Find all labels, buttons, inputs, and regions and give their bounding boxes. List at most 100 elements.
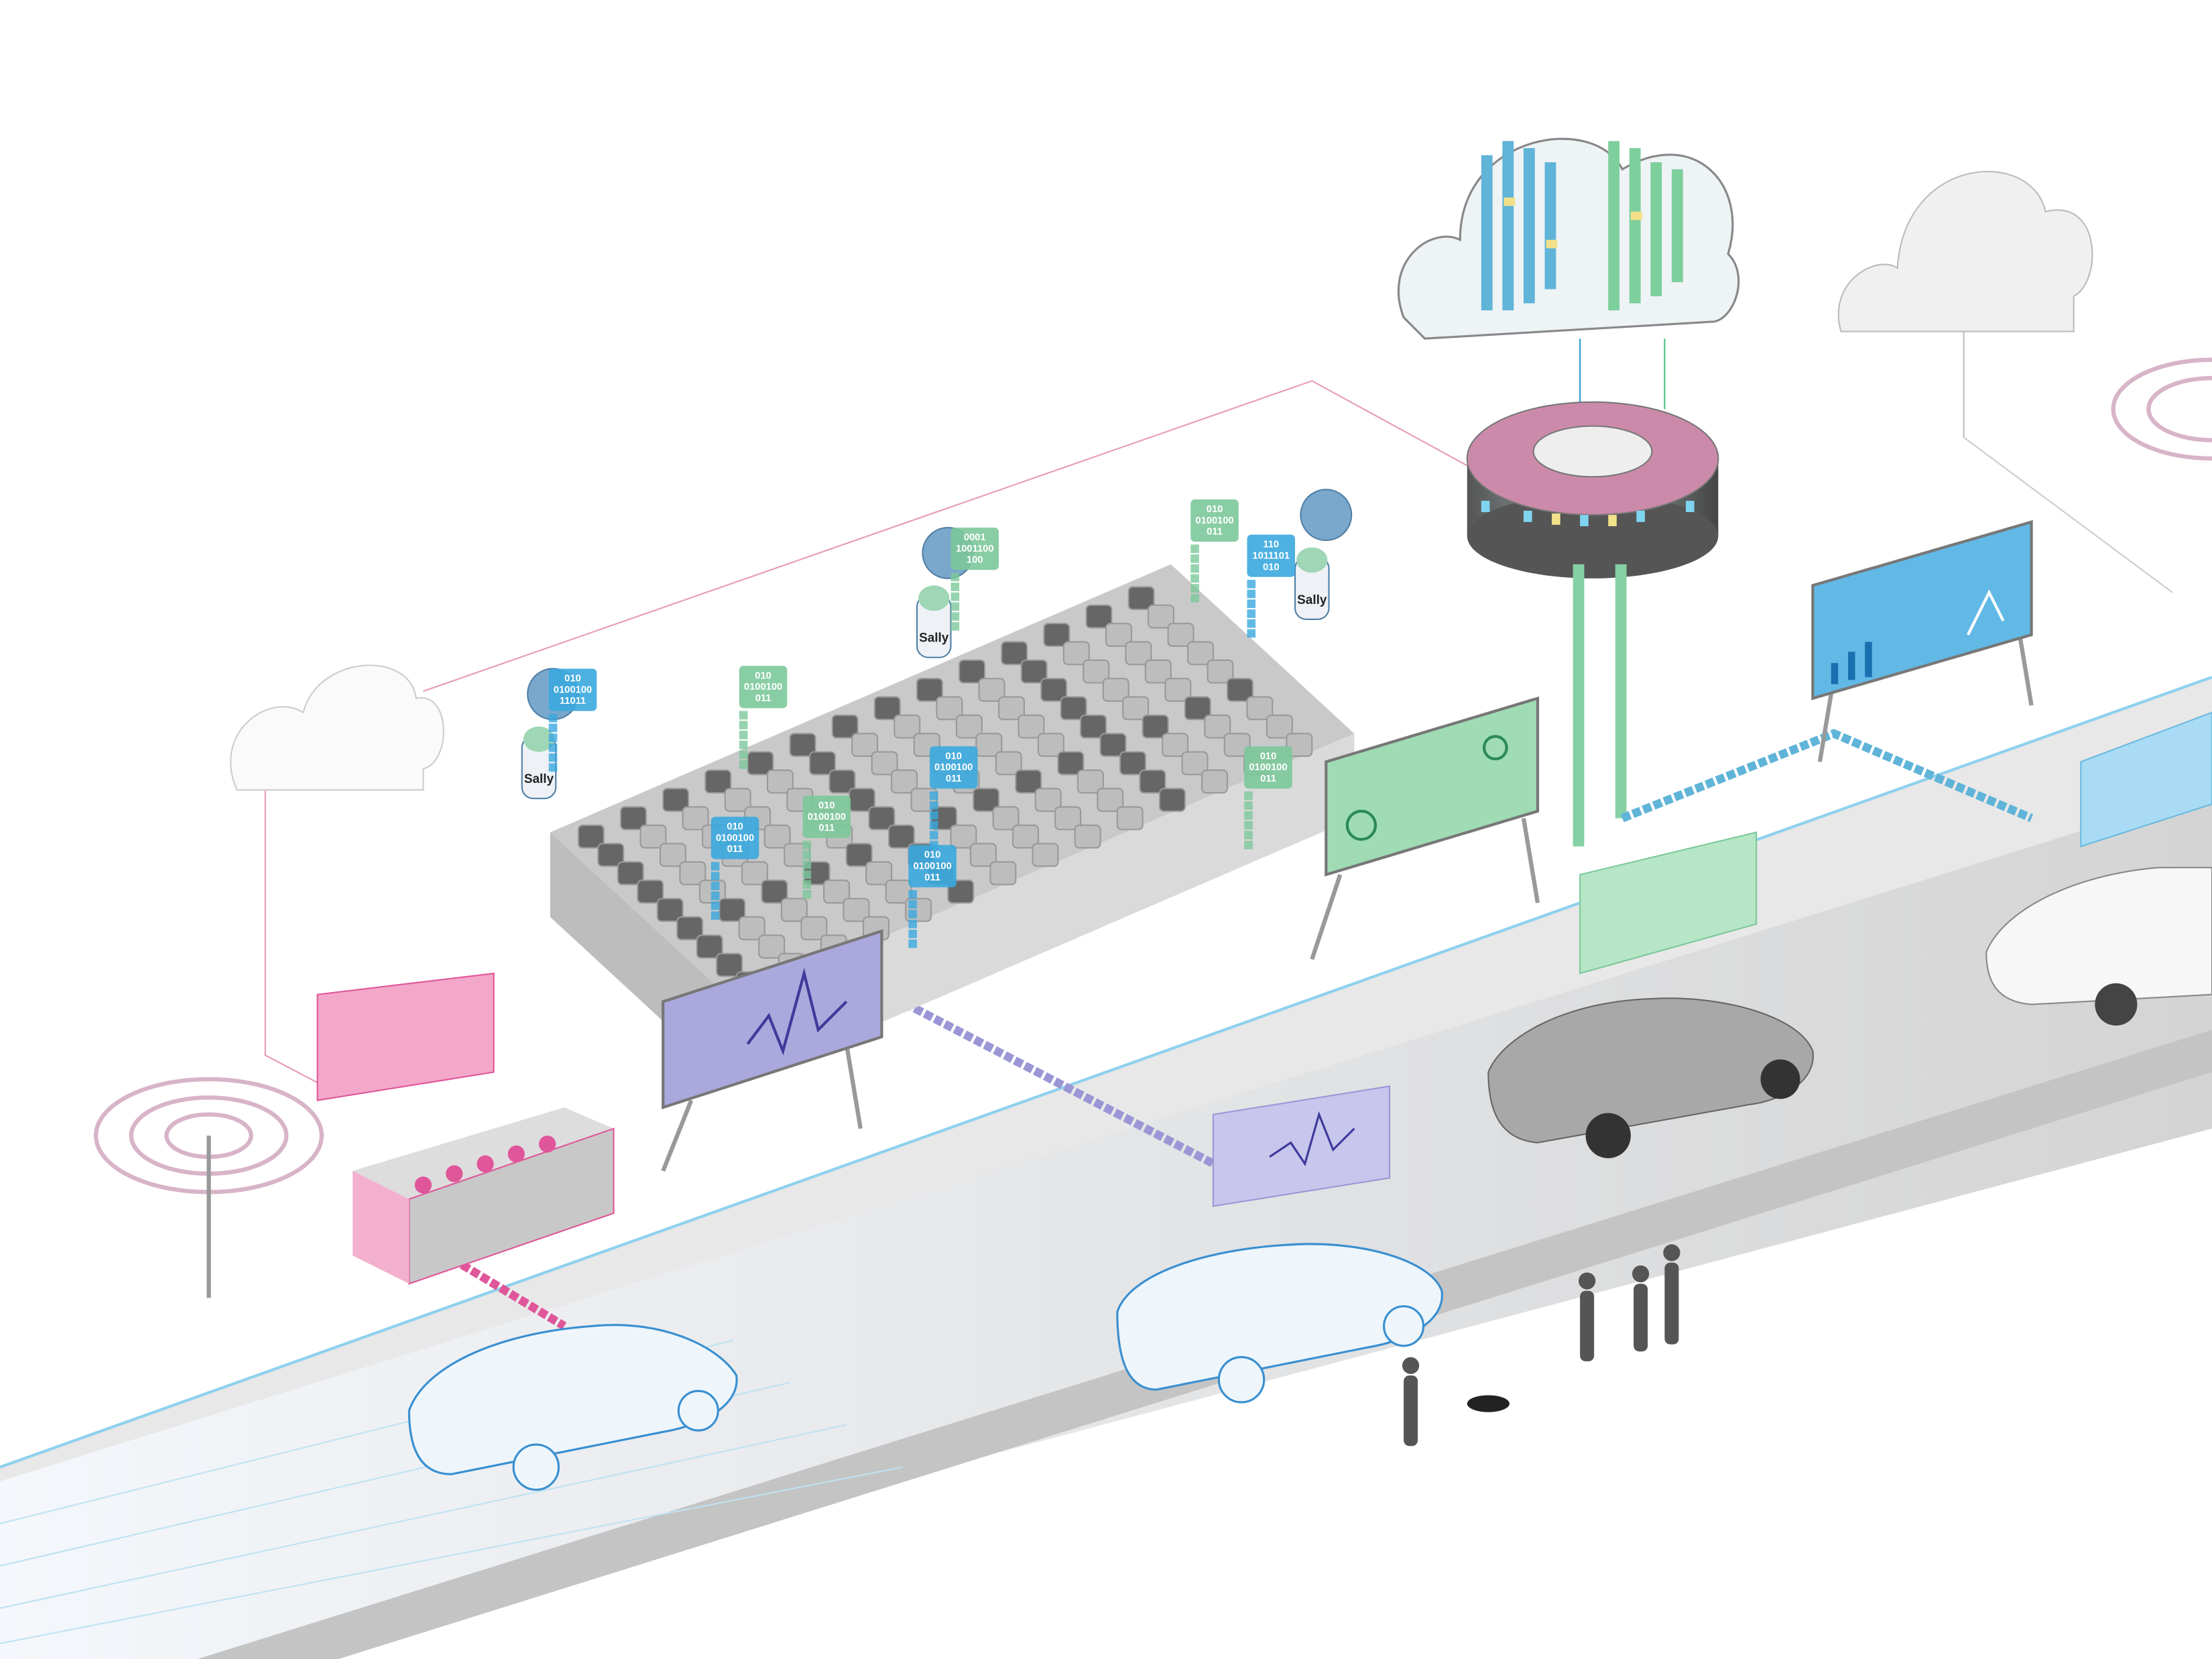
assistant-label: Sally <box>1297 593 1327 607</box>
binary-line: 010 <box>564 674 581 684</box>
stadium-seat <box>1223 733 1251 757</box>
stadium-seat <box>1116 806 1144 831</box>
binary-line: 100 <box>967 555 983 566</box>
stadium-seat <box>1148 604 1175 629</box>
binary-line: 010 <box>1263 562 1280 572</box>
stadium-seat <box>676 916 704 940</box>
binary-line: 011 <box>1260 774 1276 784</box>
stadium-seat <box>969 843 997 867</box>
stadium-seat <box>1018 714 1045 739</box>
panel-green <box>1579 831 1758 975</box>
stadium-seat <box>973 788 1000 812</box>
stadium-seat <box>1074 824 1101 849</box>
billboard-green <box>1310 696 1540 961</box>
network-graph-icon <box>1300 489 1353 542</box>
stadium-seat <box>959 659 986 684</box>
binary-line: 011 <box>755 693 772 704</box>
binary-line: 0100100 <box>808 812 846 822</box>
assistant-label: Sally <box>524 772 554 786</box>
stadium-seat <box>1127 586 1155 611</box>
stadium-seat <box>1105 623 1132 647</box>
stadium-seat <box>724 788 751 812</box>
stadium-seat <box>1012 824 1040 849</box>
stadium-seat <box>823 879 851 904</box>
stadium-seat <box>1099 733 1127 757</box>
binary-line: 011 <box>946 774 962 784</box>
stadium-seat <box>716 953 743 977</box>
stadium-seat <box>1085 604 1113 629</box>
stadium-seat <box>1119 751 1146 776</box>
stadium-seat <box>989 861 1017 885</box>
broadcast-booth <box>353 1107 615 1285</box>
camouflage-car <box>1487 997 1814 1158</box>
panel-light-blue <box>2080 711 2212 848</box>
binary-line: 010 <box>755 670 772 681</box>
stadium-seat <box>761 879 788 904</box>
stadium-stands <box>550 564 1355 1087</box>
stadium-seat <box>955 714 983 739</box>
binary-line: 110 <box>1263 540 1279 550</box>
stadium-seat <box>766 770 794 794</box>
stadium-seat <box>851 733 879 757</box>
data-center-ring <box>1466 339 1719 578</box>
stadium-seat <box>789 733 816 757</box>
binary-line: 11011 <box>560 696 586 706</box>
pedestrians <box>1402 1244 1680 1447</box>
binary-line: 0100100 <box>716 833 754 843</box>
data-stream <box>1573 564 1627 847</box>
stadium-seat <box>637 879 664 904</box>
binary-line: 010 <box>945 751 962 761</box>
stadium-seat <box>1077 770 1104 794</box>
stadium-seat <box>1043 623 1070 647</box>
binary-line: 010 <box>818 800 835 811</box>
stadium-seat <box>1266 714 1293 739</box>
stadium-seat <box>1181 751 1209 776</box>
stadium-seat <box>679 861 706 885</box>
stadium-seat <box>1040 678 1068 702</box>
stadium-seat <box>887 824 915 849</box>
stadium-seat <box>704 770 732 794</box>
binary-line: 010 <box>1260 751 1277 761</box>
white-car <box>1985 867 2212 1026</box>
stadium-seat <box>1015 770 1042 794</box>
stadium-seat <box>1201 770 1229 794</box>
stadium-seat <box>1142 714 1169 739</box>
binary-line: 0100100 <box>1195 515 1233 526</box>
stadium-seat <box>1034 788 1062 812</box>
stadium-seat <box>682 806 709 831</box>
stadium-seat <box>831 714 859 739</box>
panel-pink <box>316 972 495 1101</box>
stadium-seat <box>1286 733 1313 757</box>
stadium-seat <box>1187 641 1215 666</box>
stadium-seat <box>992 806 1020 831</box>
stadium-seat <box>828 770 856 794</box>
billboard-purple <box>661 929 883 1172</box>
stadium-seat <box>894 714 921 739</box>
stadium-seat <box>800 916 828 940</box>
cell-tower-left <box>93 1077 324 1298</box>
cell-tower-right <box>2111 357 2212 461</box>
wireframe-car-middle <box>1116 1243 1443 1404</box>
binary-line: 010 <box>924 850 941 861</box>
stadium-seat <box>659 843 686 867</box>
stadium-seat <box>1083 659 1110 684</box>
stadium-seat <box>597 843 625 867</box>
ai-assistant-device: Sally <box>1294 489 1353 620</box>
cloud-icon <box>230 664 444 791</box>
cloud-icon <box>1837 170 2173 593</box>
stadium-seat <box>738 916 765 940</box>
stadium-seat <box>1060 696 1087 721</box>
stadium-seat <box>891 770 918 794</box>
stadium-seat <box>741 861 768 885</box>
stadium-seat <box>843 898 870 922</box>
stadium-seat <box>865 861 893 885</box>
stadium-seat <box>662 788 690 812</box>
stadium-seat <box>1080 714 1107 739</box>
binary-line: 011 <box>818 823 835 834</box>
